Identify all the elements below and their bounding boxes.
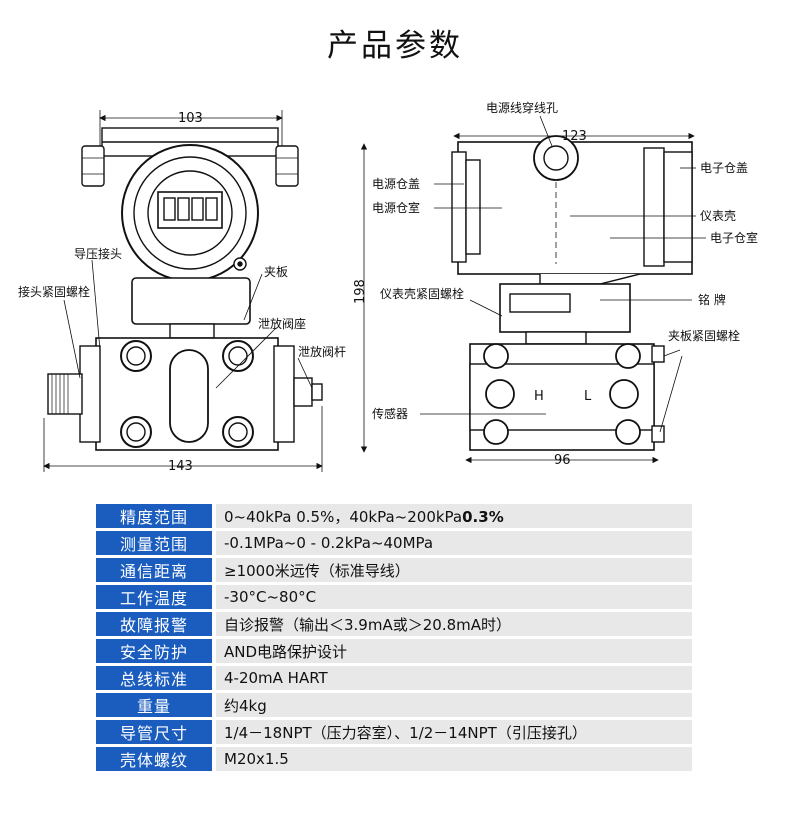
letter-l: L xyxy=(584,389,592,404)
spec-gap xyxy=(212,639,216,663)
spec-row: 壳体螺纹 M20x1.5 xyxy=(96,747,692,771)
label-housing-bolt: 仪表壳紧固螺栓 xyxy=(380,286,464,301)
spec-key: 安全防护 xyxy=(96,639,212,663)
spec-key: 总线标准 xyxy=(96,666,212,690)
spec-key: 通信距离 xyxy=(96,558,212,582)
dim-right-height: 198 xyxy=(353,279,368,304)
label-electronic-chamber: 电子仓室 xyxy=(710,230,758,245)
spec-value-text: 约4kg xyxy=(224,696,267,715)
spec-row: 故障报警自诊报警（输出＜3.9mA或＞20.8mA时） xyxy=(96,612,692,636)
spec-key: 重量 xyxy=(96,693,212,717)
label-electronic-cover: 电子仓盖 xyxy=(700,161,748,175)
spec-key: 故障报警 xyxy=(96,612,212,636)
label-drain-valve-stem: 泄放阀杆 xyxy=(298,344,346,359)
spec-row: 测量范围 -0.1MPa~0 - 0.2kPa~40MPa xyxy=(96,531,692,555)
spec-key: 工作温度 xyxy=(96,585,212,609)
spec-value: 0~40kPa 0.5%，40kPa~200kPa0.3% xyxy=(216,504,692,528)
label-sensor: 传感器 xyxy=(372,406,408,421)
spec-value: -0.1MPa~0 - 0.2kPa~40MPa xyxy=(216,531,692,555)
spec-value: ≥1000米远传（标准导线） xyxy=(216,558,692,582)
spec-key: 壳体螺纹 xyxy=(96,747,212,771)
label-cable-hole: 电源线穿线孔 xyxy=(486,100,558,115)
spec-value-text: ≥1000米远传（标准导线） xyxy=(224,561,410,580)
label-joint-bolt: 接头紧固螺栓 xyxy=(18,284,90,299)
spec-gap xyxy=(212,612,216,636)
spec-gap xyxy=(212,747,216,771)
spec-value-text: -0.1MPa~0 - 0.2kPa~40MPa xyxy=(224,534,434,552)
spec-key: 测量范围 xyxy=(96,531,212,555)
spec-key: 导管尺寸 xyxy=(96,720,212,744)
spec-value-text: -30°C~80°C xyxy=(224,588,317,606)
spec-value: M20x1.5 xyxy=(216,747,692,771)
dim-left-top: 103 xyxy=(178,111,203,126)
spec-key: 精度范围 xyxy=(96,504,212,528)
spec-value-text: 0~40kPa 0.5%，40kPa~200kPa xyxy=(224,507,463,526)
spec-value: 自诊报警（输出＜3.9mA或＞20.8mA时） xyxy=(216,612,692,636)
spec-gap xyxy=(212,720,216,744)
spec-value: AND电路保护设计 xyxy=(216,639,692,663)
spec-value: 约4kg xyxy=(216,693,692,717)
label-impulse-joint: 导压接头 xyxy=(74,246,122,261)
technical-drawing: 103 143 导压接头 接头紧固螺栓 夹板 泄放阀座 泄放阀杆 xyxy=(18,100,758,474)
spec-value: 4-20mA HART xyxy=(216,666,692,690)
spec-gap xyxy=(212,585,216,609)
label-power-chamber: 电源仓室 xyxy=(372,200,420,215)
label-nameplate: 铭 牌 xyxy=(698,292,726,307)
label-clamp-plate: 夹板 xyxy=(264,265,288,279)
dim-left-bottom: 143 xyxy=(168,459,193,474)
spec-row: 重量约4kg xyxy=(96,693,692,717)
dim-right-bottom: 96 xyxy=(554,453,571,468)
spec-row: 通信距离 ≥1000米远传（标准导线） xyxy=(96,558,692,582)
spec-gap xyxy=(212,504,216,528)
left-view xyxy=(43,110,323,472)
spec-gap xyxy=(212,693,216,717)
label-drain-valve-seat: 泄放阀座 xyxy=(258,316,306,331)
spec-value: -30°C~80°C xyxy=(216,585,692,609)
spec-value-text: 自诊报警（输出＜3.9mA或＞20.8mA时） xyxy=(224,615,512,634)
spec-gap xyxy=(212,558,216,582)
spec-row: 导管尺寸 1/4－18NPT（压力容室）、1/2－14NPT（引压接孔） xyxy=(96,720,692,744)
page-title: 产品参数 xyxy=(327,28,463,64)
spec-row: 安全防护 AND电路保护设计 xyxy=(96,639,692,663)
spec-value: 1/4－18NPT（压力容室）、1/2－14NPT（引压接孔） xyxy=(216,720,692,744)
spec-value-bold: 0.3% xyxy=(462,507,504,526)
right-view xyxy=(360,115,706,464)
spec-value-text: M20x1.5 xyxy=(224,750,289,768)
spec-gap xyxy=(212,531,216,555)
spec-row: 总线标准 4-20mA HART xyxy=(96,666,692,690)
spec-gap xyxy=(212,666,216,690)
label-clamp-bolt: 夹板紧固螺栓 xyxy=(668,328,740,343)
label-meter-housing: 仪表壳 xyxy=(700,209,736,223)
spec-value-text: 4-20mA HART xyxy=(224,669,328,687)
spec-row: 工作温度 -30°C~80°C xyxy=(96,585,692,609)
spec-value-text: 1/4－18NPT（压力容室）、1/2－14NPT（引压接孔） xyxy=(224,723,587,742)
letter-h: H xyxy=(534,389,544,404)
dim-right-top: 123 xyxy=(562,129,587,144)
spec-value-text: AND电路保护设计 xyxy=(224,642,348,661)
label-power-cover: 电源仓盖 xyxy=(372,177,420,191)
